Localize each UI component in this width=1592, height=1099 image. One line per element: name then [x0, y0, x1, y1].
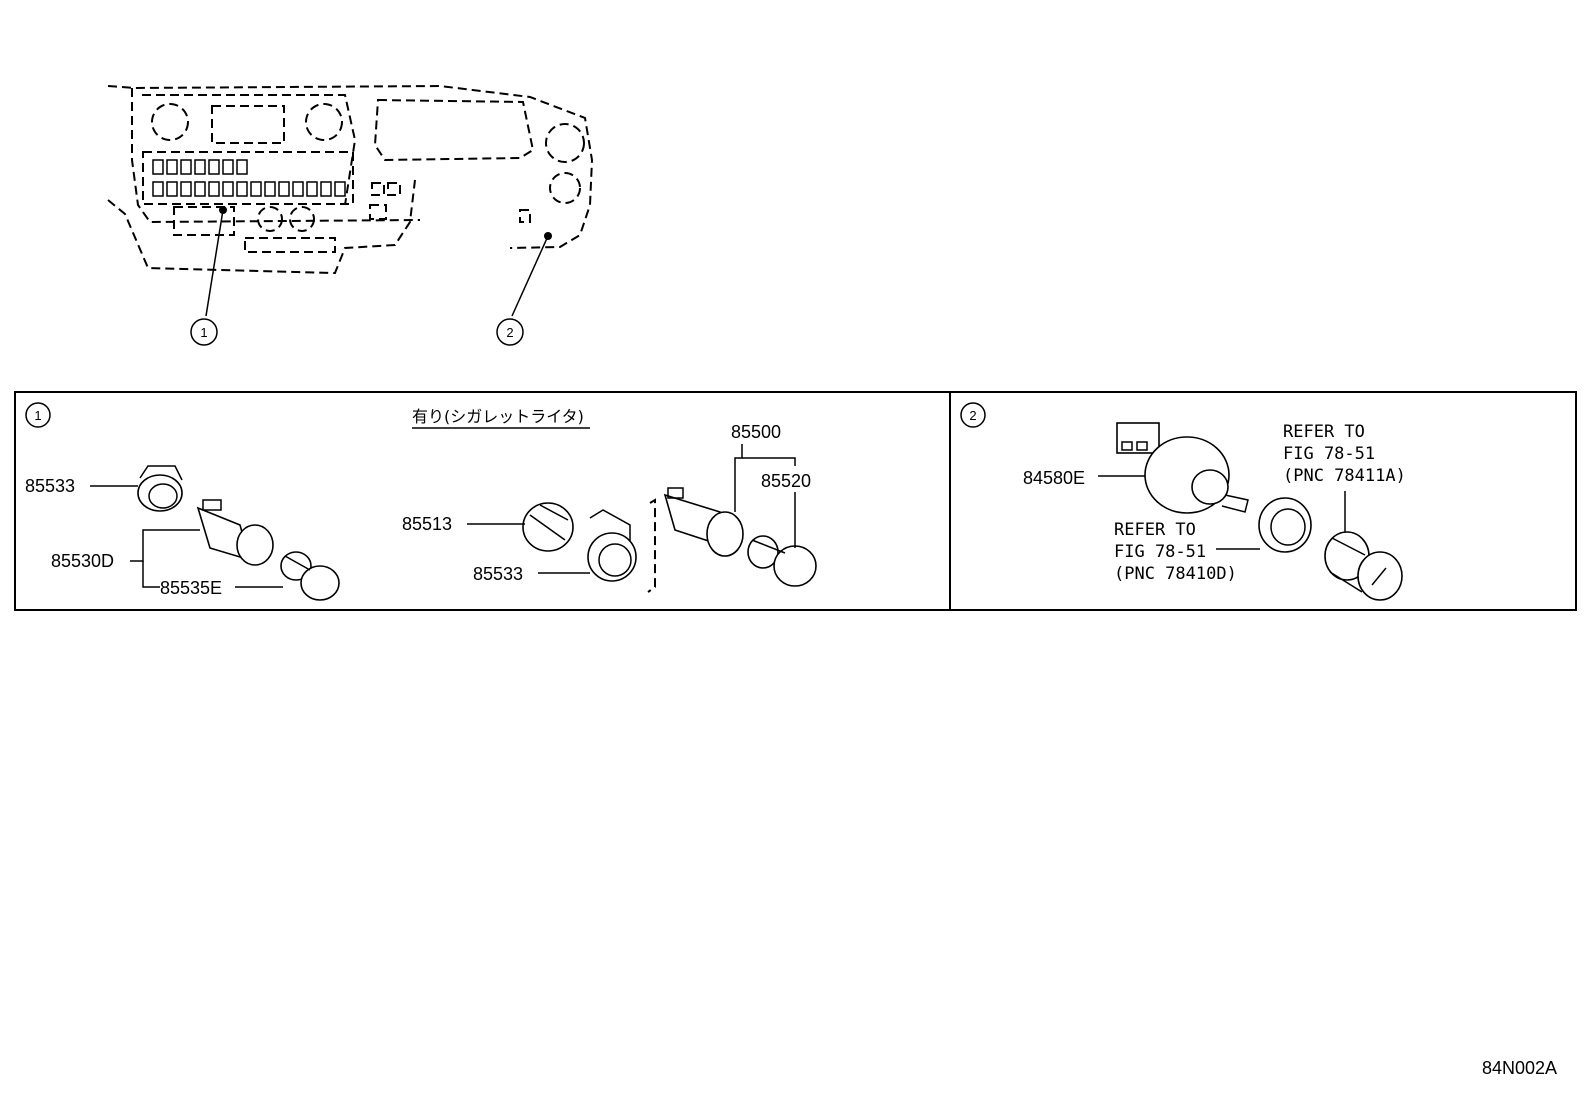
- panel-1-cigarette-lighter: 1 有り(シガレットライタ): [25, 402, 817, 601]
- panel-2-switch: 2 84580E REFER TO FIG 78-51: [960, 402, 1406, 601]
- lighter-ring-mid: [587, 509, 637, 582]
- instrument-panel-overview: 1 2: [107, 84, 594, 346]
- socket-assy-85500: [663, 487, 744, 557]
- callout-2: 2: [496, 318, 524, 346]
- lighter-retainer-85513: [522, 502, 574, 552]
- refer-note-78411a: REFER TO FIG 78-51 (PNC 78411A): [1283, 422, 1406, 486]
- part-85533-mid: 85533: [473, 564, 523, 584]
- part-85500: 85500: [731, 422, 781, 442]
- retainer-ring-left: [137, 465, 183, 512]
- switch-bank-upper: [152, 159, 248, 175]
- svg-text:FIG 78-51: FIG 78-51: [1114, 542, 1206, 562]
- svg-text:(PNC 78411A): (PNC 78411A): [1283, 466, 1406, 486]
- svg-text:(PNC 78410D): (PNC 78410D): [1114, 564, 1237, 584]
- option-label: 有り(シガレットライタ): [412, 407, 584, 426]
- svg-text:1: 1: [34, 408, 41, 423]
- svg-text:2: 2: [969, 408, 976, 423]
- part-85513: 85513: [402, 514, 452, 534]
- figure-code: 84N002A: [1482, 1058, 1557, 1078]
- lock-ring: [1258, 497, 1312, 553]
- socket-body-left: [196, 499, 274, 566]
- svg-text:FIG 78-51: FIG 78-51: [1283, 444, 1375, 464]
- part-85530d: 85530D: [51, 551, 114, 571]
- lighter-plug-left: [280, 551, 340, 601]
- part-85520: 85520: [761, 471, 811, 491]
- panel-1-number: 1: [25, 402, 51, 428]
- switch-bank-lower: [152, 181, 346, 197]
- switch-body-84580e: [1116, 422, 1249, 514]
- svg-text:REFER TO: REFER TO: [1283, 422, 1365, 442]
- control-knob: [1324, 531, 1403, 601]
- part-85533-left: 85533: [25, 476, 75, 496]
- callout-1: 1: [190, 318, 218, 346]
- part-84580e: 84580E: [1023, 468, 1085, 488]
- refer-note-78410d: REFER TO FIG 78-51 (PNC 78410D): [1114, 520, 1237, 584]
- detail-frame: [14, 391, 1577, 611]
- part-85535e: 85535E: [160, 578, 222, 598]
- panel-2-number: 2: [960, 402, 986, 428]
- svg-text:2: 2: [506, 325, 513, 340]
- svg-text:REFER TO: REFER TO: [1114, 520, 1196, 540]
- svg-text:1: 1: [200, 325, 207, 340]
- lighter-plug-85520: [747, 535, 817, 587]
